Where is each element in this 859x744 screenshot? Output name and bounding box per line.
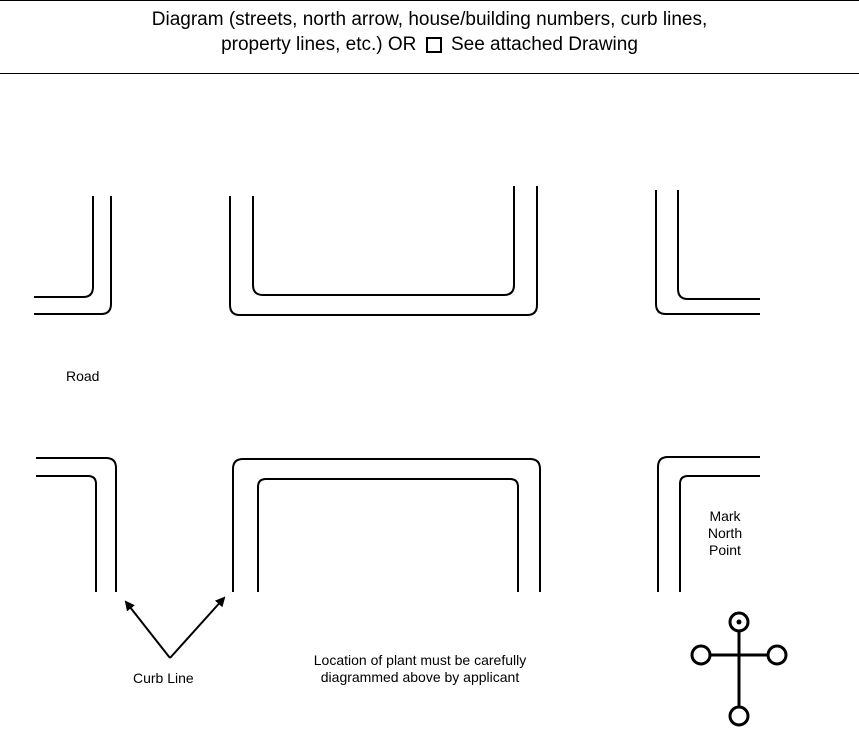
block-top-left [34, 196, 112, 315]
curb-arrow-left [124, 600, 171, 659]
curb-arrow-right [169, 596, 226, 659]
north-point-compass-icon [690, 611, 788, 727]
see-attached-drawing-checkbox[interactable] [425, 37, 442, 53]
mark-north-point-line-3: Point [709, 542, 741, 558]
plant-location-note-line-2: diagrammed above by applicant [320, 669, 520, 685]
curb-line-label: Curb Line [133, 670, 194, 686]
block-top-right [655, 190, 760, 315]
see-attached-drawing-label: See attached Drawing [450, 34, 638, 55]
plant-location-note: Location of plant must be carefully diag… [270, 652, 570, 686]
header-line-1: Diagram (streets, north arrow, house/bui… [151, 9, 708, 30]
diagram-header: Diagram (streets, north arrow, house/bui… [0, 0, 859, 74]
plant-location-note-line-1: Location of plant must be carefully [313, 652, 527, 668]
block-top-center [229, 186, 538, 316]
mark-north-point-line-2: North [707, 525, 743, 541]
header-line-2-text: property lines, etc.) OR [221, 34, 417, 55]
mark-north-point-line-1: Mark [709, 508, 741, 524]
header-line-2: property lines, etc.) OR See attached Dr… [0, 34, 859, 56]
block-bottom-right [657, 456, 760, 592]
block-bottom-left [36, 457, 117, 592]
block-bottom-center [232, 458, 541, 592]
mark-north-point-label: Mark North Point [705, 508, 745, 559]
road-label: Road [66, 368, 100, 384]
